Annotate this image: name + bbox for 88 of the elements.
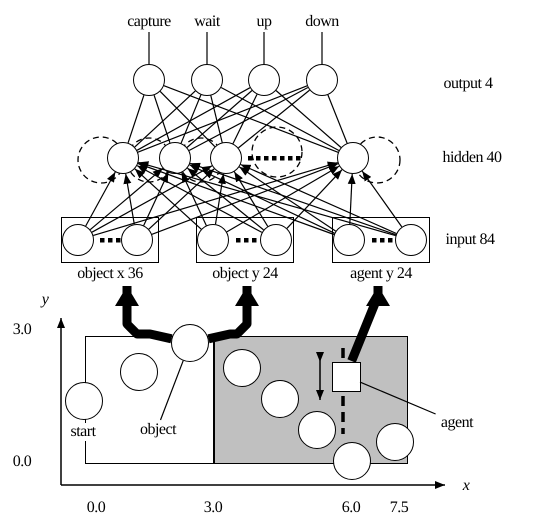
arrow — [348, 174, 356, 224]
tick-label: 3.0 — [202, 498, 224, 518]
arrow — [234, 171, 268, 227]
input-neuron — [197, 224, 229, 256]
object-circle — [223, 349, 261, 387]
arrow — [93, 162, 338, 236]
connection-line — [164, 85, 338, 153]
arrow — [214, 174, 226, 224]
node-label: wait — [188, 12, 226, 32]
tick-label: 0.0 — [12, 452, 32, 472]
connection-line — [321, 32, 323, 64]
connection-line — [180, 94, 202, 144]
thick-arrow — [347, 286, 390, 363]
connection-line — [128, 95, 144, 143]
layer-label: output 4 — [442, 74, 494, 94]
connection-line — [220, 86, 340, 152]
layer-label: hidden 40 — [441, 148, 503, 168]
connection-line — [160, 90, 216, 148]
hidden-neuron — [210, 142, 242, 174]
object-circle — [261, 380, 299, 418]
axis-label: y — [40, 290, 50, 310]
tick-label: 7.5 — [388, 498, 410, 518]
field-region — [214, 336, 408, 464]
object-circle — [171, 324, 209, 362]
arrow — [123, 174, 135, 224]
output-neuron — [248, 64, 280, 96]
connection-line — [188, 86, 308, 152]
connection-line — [148, 32, 150, 64]
output-neuron — [306, 64, 338, 96]
thick-arrow — [208, 286, 259, 344]
connection-line — [154, 95, 170, 143]
input-neuron — [395, 224, 427, 256]
connection-line — [263, 32, 265, 64]
arrow — [190, 162, 396, 236]
input-neuron — [260, 224, 292, 256]
node-label: down — [300, 12, 344, 32]
connection-line — [136, 87, 250, 151]
agent-square — [332, 362, 361, 392]
object-circle — [120, 353, 158, 391]
arrow — [148, 168, 215, 230]
arrow — [85, 172, 116, 226]
arrow — [90, 168, 164, 230]
arrow — [136, 165, 262, 233]
arrow — [187, 168, 264, 230]
node-label: up — [251, 12, 277, 32]
connection-line — [134, 90, 196, 148]
hidden-neuron — [159, 142, 191, 174]
arrow — [181, 172, 207, 226]
object-circle — [65, 382, 103, 420]
output-neuron — [191, 64, 223, 96]
hidden-neuron — [337, 142, 369, 174]
tick-label: 0.0 — [86, 498, 106, 518]
node-label: agent — [434, 414, 480, 432]
connection-line — [210, 95, 223, 143]
tick-label: 6.0 — [340, 498, 362, 518]
axis-label: x — [462, 476, 471, 496]
object-circle — [298, 411, 336, 449]
input-neuron — [121, 224, 153, 256]
layer-label: input 84 — [444, 230, 496, 250]
connection-line — [232, 94, 258, 144]
connection-line — [206, 32, 208, 64]
leader-line — [160, 360, 184, 420]
object-circle — [333, 442, 371, 480]
group-label: object x 36 — [76, 265, 144, 283]
thick-arrow — [115, 286, 172, 344]
tick-label: 3.0 — [12, 320, 32, 340]
arrow — [134, 168, 202, 230]
arrow — [286, 169, 342, 229]
hidden-neuron — [107, 142, 139, 174]
input-neuron — [62, 224, 94, 256]
arrow — [92, 165, 212, 233]
leader-line — [360, 382, 436, 415]
group-label: agent y 24 — [349, 265, 414, 283]
arrow — [143, 172, 169, 226]
node-label: object — [133, 421, 183, 439]
node-label: capture — [120, 12, 178, 32]
connection-line — [238, 90, 310, 148]
input-neuron — [333, 224, 365, 256]
output-neuron — [133, 64, 165, 96]
arrow — [189, 164, 335, 234]
arrow — [240, 164, 397, 234]
arrow — [362, 170, 402, 228]
arrow — [138, 161, 396, 236]
group-label: object y 24 — [211, 265, 279, 283]
connection-line — [138, 85, 308, 153]
connection-line — [186, 90, 252, 148]
connection-line — [327, 94, 348, 144]
connection-line — [276, 90, 342, 148]
